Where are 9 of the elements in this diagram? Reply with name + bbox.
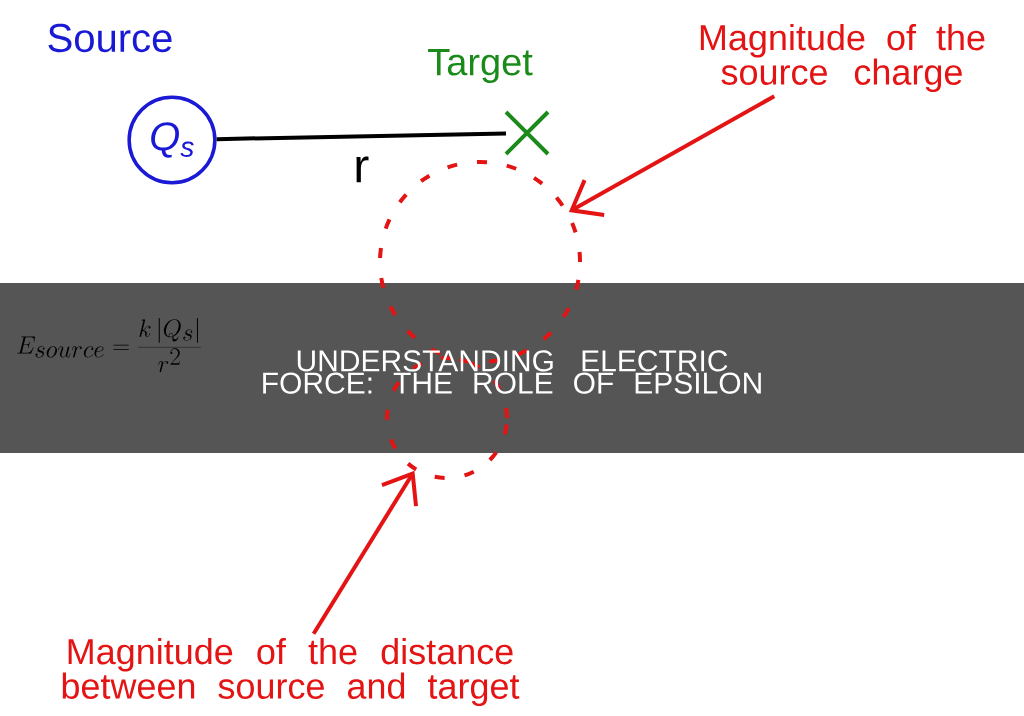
heading-label: Target (428, 49, 533, 83)
callout-text: Magnitude of the source charge (700, 23, 985, 93)
target-cross (504, 110, 550, 156)
callout-text: Magnitude of the distance between source and target (62, 637, 520, 707)
arrow (311, 470, 418, 635)
heading-label: Source (48, 23, 172, 53)
edge-label: r (356, 156, 369, 183)
arrow (568, 94, 776, 217)
formula: $E_{source} = \frac{k\,|Q_s|}{r^2}$ (17, 318, 201, 373)
